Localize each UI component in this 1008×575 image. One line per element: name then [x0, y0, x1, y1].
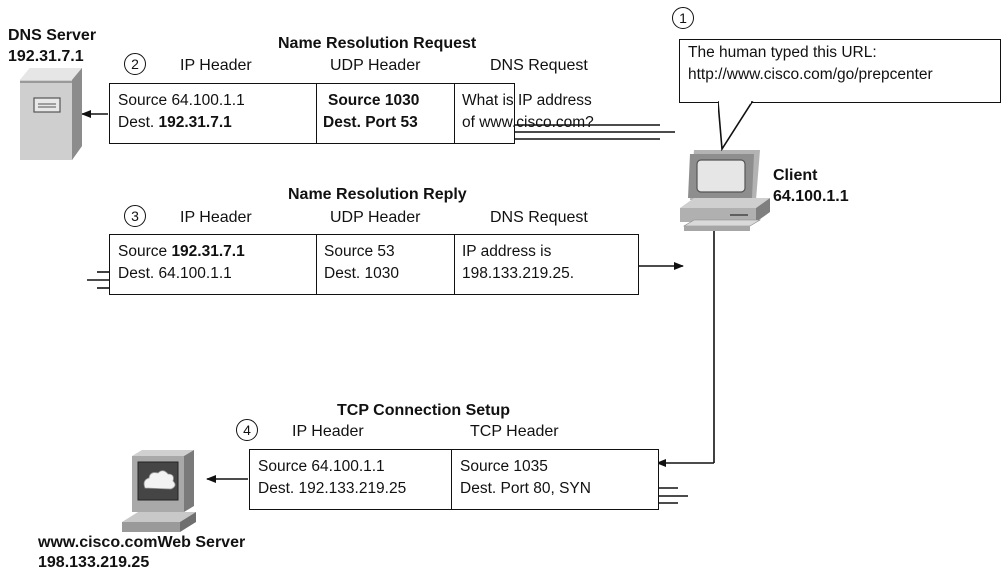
dns-server-ip: 192.31.7.1: [8, 48, 84, 65]
dns-server-icon: [20, 68, 82, 160]
tcp-title: TCP Connection Setup: [337, 402, 511, 419]
request-ip-source: Source 64.100.1.1: [118, 92, 245, 109]
tcp-tcp-header-label: TCP Header: [470, 423, 559, 440]
request-udp-header-label: UDP Header: [330, 57, 421, 74]
tcp-ip-dest: Dest. 192.133.219.25: [258, 480, 407, 497]
reply-packet: Source 192.31.7.1 Dest. 64.100.1.1 Sourc…: [109, 234, 639, 295]
tcp-dest-port: Dest. Port 80, SYN: [460, 480, 591, 497]
reply-dns-header-label: DNS Request: [490, 209, 588, 226]
request-dns-header-label: DNS Request: [490, 57, 588, 74]
reply-title: Name Resolution Reply: [288, 186, 467, 203]
client-ip: 64.100.1.1: [773, 188, 849, 205]
reply-divider: [454, 235, 455, 294]
web-server-name: www.cisco.comWeb Server: [38, 534, 246, 551]
reply-udp-source: Source 53: [324, 243, 395, 260]
step-3-number: 3: [124, 205, 146, 227]
client-name: Client: [773, 167, 818, 184]
reply-udp-dest: Dest. 1030: [324, 265, 399, 282]
step-1-number: 1: [672, 7, 694, 29]
request-dns-query-line-1: What is IP address: [462, 92, 592, 109]
reply-divider: [316, 235, 317, 294]
request-title: Name Resolution Request: [278, 35, 477, 52]
step-4-number: 4: [236, 419, 258, 441]
request-udp-dest: Dest. Port 53: [323, 114, 418, 131]
bubble-tail: [718, 101, 754, 151]
bubble-line-2: http://www.cisco.com/go/prepcenter: [688, 66, 933, 83]
reply-ip-dest: Dest. 64.100.1.1: [118, 265, 232, 282]
dns-server-name: DNS Server: [8, 27, 97, 44]
request-divider: [316, 84, 317, 143]
web-server-ip: 198.133.219.25: [38, 554, 150, 571]
client-computer-icon: [680, 150, 770, 231]
reply-dns-answer-line-2: 198.133.219.25.: [462, 265, 575, 282]
tcp-ip-header-label: IP Header: [292, 423, 364, 440]
request-ip-header-label: IP Header: [180, 57, 252, 74]
web-server-icon: [122, 450, 196, 532]
tcp-divider: [451, 450, 452, 509]
url-speech-bubble: The human typed this URL: http://www.cis…: [679, 39, 1001, 103]
request-dns-query-line-2: of www.cisco.com?: [462, 114, 594, 131]
request-divider: [454, 84, 455, 143]
request-ip-dest: Dest. 192.31.7.1: [118, 114, 232, 131]
tcp-source-port: Source 1035: [460, 458, 548, 475]
reply-dns-answer-line-1: IP address is: [462, 243, 552, 260]
bubble-line-1: The human typed this URL:: [688, 44, 877, 61]
reply-udp-header-label: UDP Header: [330, 209, 421, 226]
tcp-ip-source: Source 64.100.1.1: [258, 458, 385, 475]
reply-ip-source: Source 192.31.7.1: [118, 243, 245, 260]
reply-ip-header-label: IP Header: [180, 209, 252, 226]
tcp-packet: Source 64.100.1.1 Dest. 192.133.219.25 S…: [249, 449, 659, 510]
request-packet: Source 64.100.1.1 Dest. 192.31.7.1 Sourc…: [109, 83, 594, 144]
request-udp-source: Source 1030: [328, 92, 420, 109]
step-2-number: 2: [124, 53, 146, 75]
